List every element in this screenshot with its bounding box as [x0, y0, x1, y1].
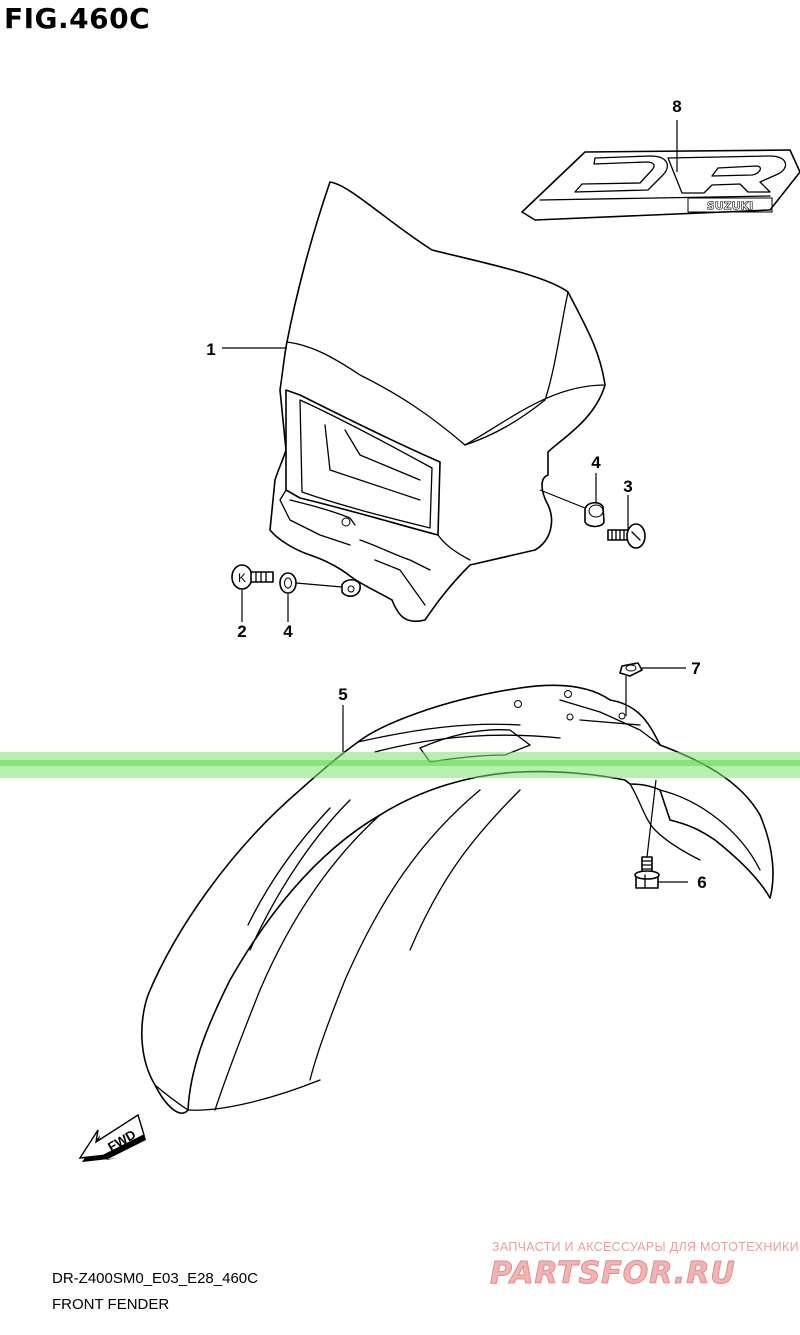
- callout-3: 3: [623, 477, 632, 496]
- callout-6: 6: [697, 873, 706, 892]
- callout-5: 5: [338, 685, 347, 704]
- bolt-head-mark: K: [238, 571, 246, 585]
- model-code: DR-Z400SM0_E03_E28_460C: [52, 1270, 258, 1287]
- screw-3: [607, 523, 646, 549]
- headlight-cowl: [269, 181, 606, 622]
- grommet-upper: [584, 501, 605, 528]
- figure-title: FIG.460C: [4, 2, 151, 35]
- decal-brand-text: SUZUKI: [707, 200, 753, 213]
- washer-lower: [279, 572, 297, 594]
- leader-lines: [222, 120, 688, 883]
- callout-2: 2: [237, 622, 246, 641]
- forward-arrow: FWD: [78, 1113, 146, 1162]
- section-name: FRONT FENDER: [52, 1296, 170, 1313]
- scan-band-core: [0, 760, 800, 766]
- callout-4-upper: 4: [591, 453, 601, 472]
- nut-7: [619, 662, 643, 677]
- watermark-logo-text: PARTSFOR.RU: [490, 1256, 736, 1290]
- bolt-6: [634, 856, 660, 889]
- decal-dr: SUZUKI: [521, 149, 800, 221]
- bolt-2: K: [231, 564, 274, 590]
- watermark-logo: PARTSFOR.RU: [490, 1256, 736, 1291]
- callout-4-lower: 4: [283, 622, 293, 641]
- callout-7: 7: [691, 659, 700, 678]
- watermark-tagline: ЗАПЧАСТИ И АКСЕССУАРЫ ДЛЯ МОТОТЕХНИКИ: [492, 1240, 799, 1254]
- callout-1: 1: [206, 340, 215, 359]
- front-fender: [141, 684, 774, 1114]
- callout-8: 8: [672, 97, 681, 116]
